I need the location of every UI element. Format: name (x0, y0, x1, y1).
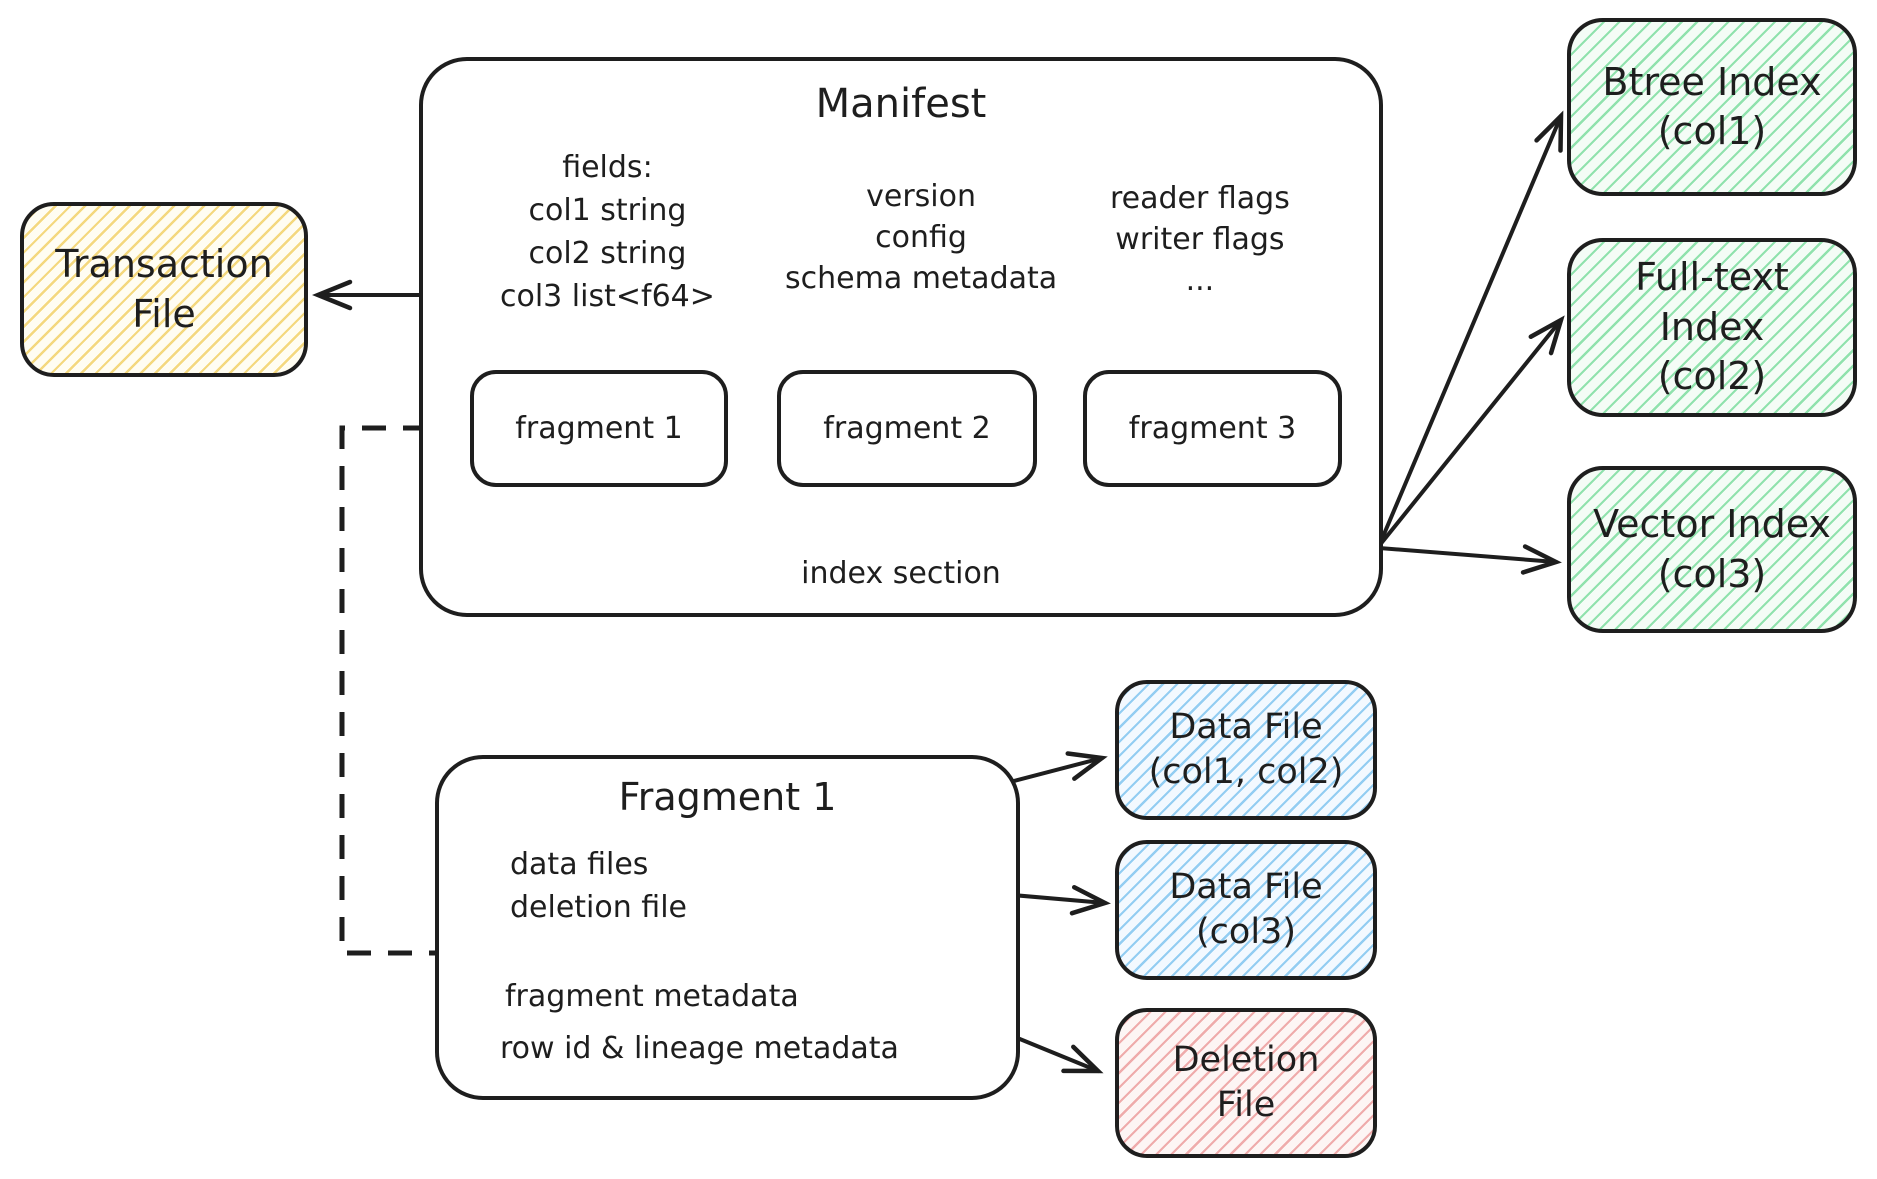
transaction-file-label-line1: Transaction (55, 242, 273, 287)
manifest-field-line: col2 string (528, 236, 687, 271)
manifest-metadata-line: config (875, 220, 967, 255)
manifest-field-line: col1 string (528, 193, 687, 228)
arrow-index-section-to-btree-index (1377, 110, 1564, 548)
fragment-item-data-files: data files (510, 847, 649, 882)
manifest-flags-line: reader flags (1110, 181, 1290, 216)
arrow-index-section-to-vector-index (1377, 544, 1562, 575)
fulltext-index-label-line2: Index (1659, 304, 1765, 349)
manifest-fields-list: fields: col1 string col2 string col3 lis… (500, 146, 715, 318)
transaction-file-node: Transaction File (20, 202, 308, 377)
manifest-flags-list: reader flags writer flags ... (1110, 178, 1290, 301)
fulltext-index-node: Full-text Index (col2) (1567, 238, 1857, 417)
deletion-file-node: Deletion File (1115, 1008, 1377, 1158)
fragment-1-detail-title: Fragment 1 (618, 775, 837, 819)
fragment-item-deletion-file: deletion file (510, 890, 687, 925)
data-file-1-node: Data File (col1, col2) (1115, 680, 1377, 820)
fulltext-index-label-line3: (col2) (1657, 354, 1767, 399)
index-section-label: index section (801, 556, 1001, 591)
manifest-field-line: col3 list<f64> (500, 279, 715, 314)
manifest-metadata-list: version config schema metadata (785, 176, 1057, 299)
manifest-title: Manifest (815, 81, 987, 127)
manifest-flags-line: writer flags (1115, 222, 1285, 257)
manifest-metadata-line: version (866, 179, 977, 214)
fragment-chip-3: fragment 3 (1083, 370, 1342, 487)
fragment-chip-2: fragment 2 (777, 370, 1037, 487)
arrow-index-section-to-fulltext-index (1377, 315, 1565, 548)
vector-index-node: Vector Index (col3) (1567, 466, 1857, 633)
deletion-file-label-line2: File (1216, 1085, 1276, 1125)
btree-index-label-line1: Btree Index (1602, 59, 1822, 104)
fulltext-index-label-line1: Full-text (1635, 255, 1789, 300)
manifest-metadata-line: schema metadata (785, 261, 1058, 296)
fragment-chip-1: fragment 1 (470, 370, 728, 487)
transaction-file-label-line2: File (132, 291, 196, 336)
manifest-node: Manifest fields: col1 string col2 string… (419, 57, 1383, 617)
deletion-file-label-line1: Deletion (1172, 1039, 1320, 1080)
manifest-field-line: fields: (562, 150, 653, 185)
data-file-1-label-line1: Data File (1169, 706, 1323, 747)
fragment-item-fragment-metadata: fragment metadata (505, 979, 799, 1014)
data-file-2-label-line1: Data File (1169, 866, 1323, 907)
vector-index-label-line1: Vector Index (1593, 502, 1831, 547)
fragment-1-detail-node: Fragment 1 data files deletion file frag… (435, 755, 1020, 1100)
fragment-item-rowid-lineage-metadata: row id & lineage metadata (500, 1031, 899, 1066)
data-file-2-label-line2: (col3) (1196, 912, 1296, 952)
data-file-2-node: Data File (col3) (1115, 840, 1377, 980)
data-file-1-label-line2: (col1, col2) (1148, 752, 1344, 792)
btree-index-node: Btree Index (col1) (1567, 18, 1857, 196)
manifest-flags-line: ... (1185, 263, 1215, 298)
btree-index-label-line2: (col1) (1657, 109, 1767, 153)
vector-index-label-line2: (col3) (1657, 551, 1767, 596)
